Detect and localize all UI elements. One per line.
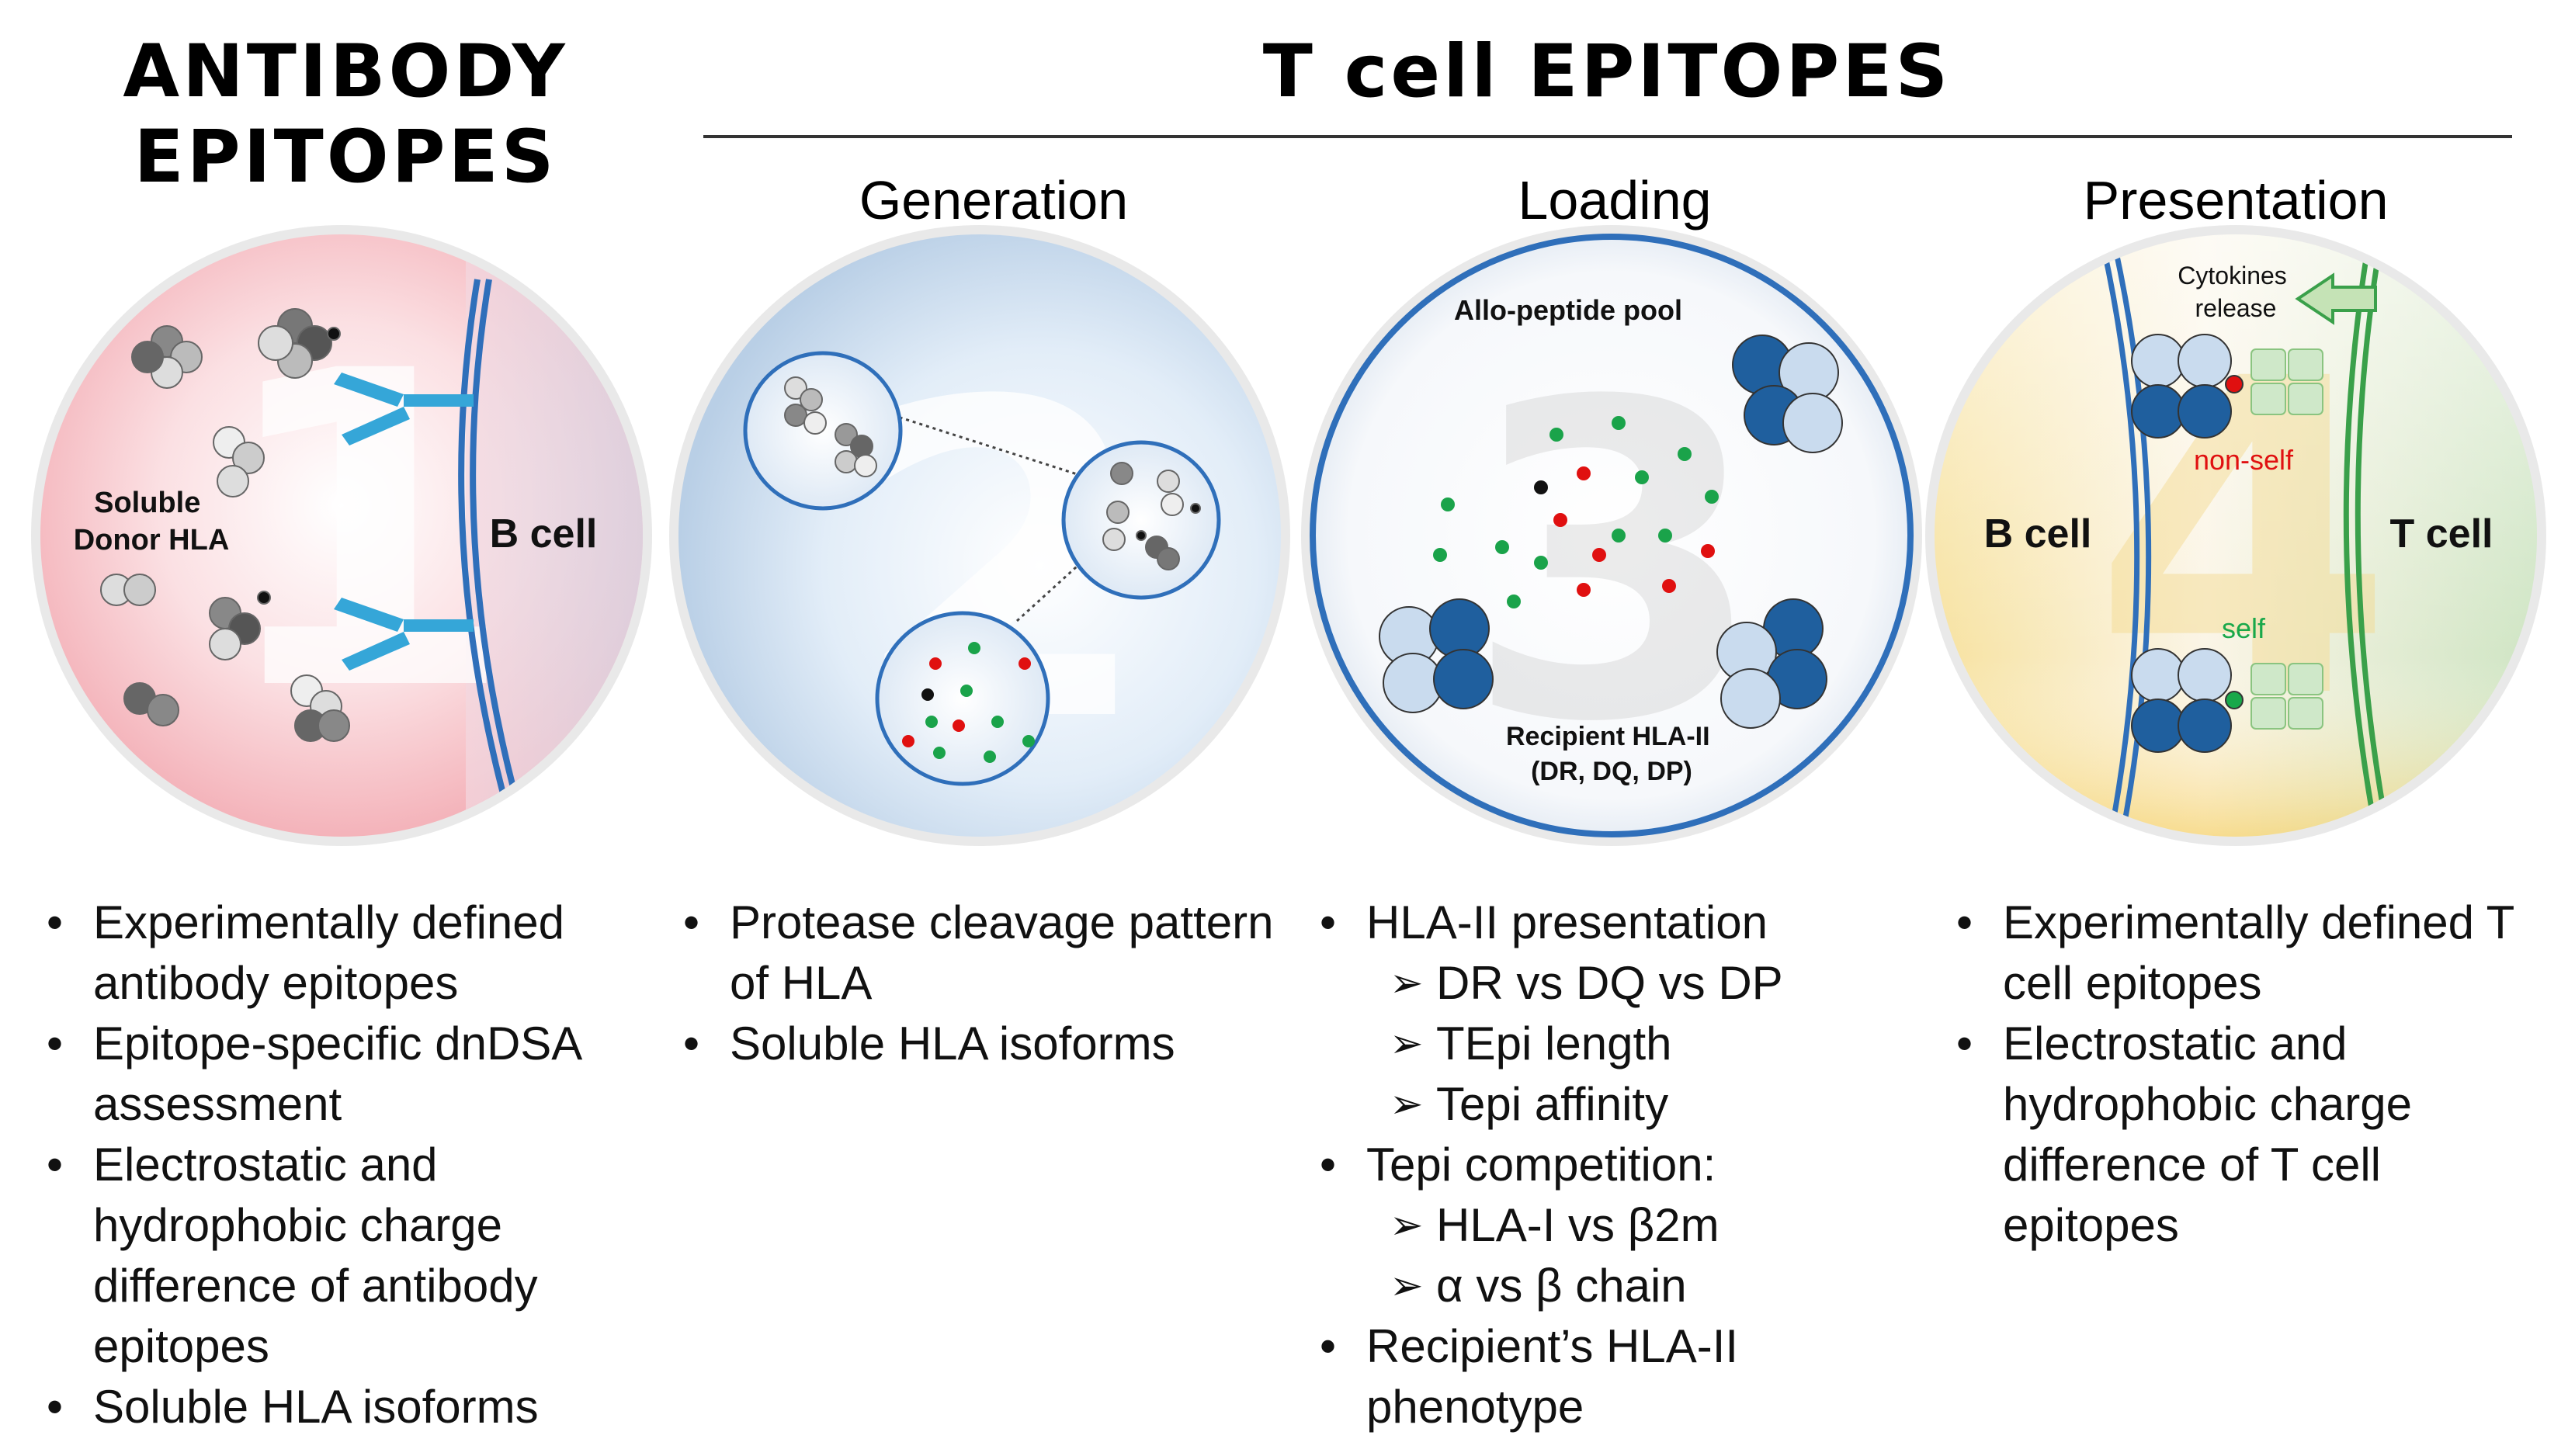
panel-presentation: 4 Cytokines release non-self self	[1925, 225, 2546, 846]
stage-loading-heading: Loading	[1518, 170, 1712, 231]
bullet-item: Electrostatic and hydrophobic charge dif…	[1949, 1014, 2562, 1256]
panel-loading: 3 Allo-peptide pool Recipient HLA-II (DR…	[1301, 225, 1922, 846]
bullet-item: Experimentally defined antibody epitopes	[39, 893, 644, 1014]
peptides	[1433, 416, 1719, 608]
panel-generation: 2	[669, 225, 1290, 846]
hla-ii-molecule	[1379, 598, 1494, 713]
tcell-epitopes-title: T cell EPITOPES	[1262, 29, 1952, 114]
sub-bullet-item: ➢HLA-I vs β2m	[1312, 1195, 1917, 1256]
arrow-bullet-icon: ➢	[1390, 1264, 1424, 1309]
bullet-item: Experimentally defined T cell epitopes	[1949, 893, 2562, 1014]
arrow-bullet-icon: ➢	[1390, 1203, 1424, 1248]
panel1-bcell-label: B cell	[490, 511, 598, 556]
cytokines-label-1: Cytokines	[2178, 262, 2287, 289]
hla-tcr-complex-self	[2131, 648, 2323, 753]
antibody-icon	[334, 598, 474, 671]
hla-tcr-complex-nonself	[2131, 334, 2323, 439]
soluble-donor-hla-label-1: Soluble	[94, 487, 200, 519]
svg-text:Cytokines release: Cytokines release	[2178, 262, 2293, 322]
hla-ii-molecule	[1716, 598, 1827, 729]
loading-bullets: HLA-II presentation ➢DR vs DQ vs DP ➢TEp…	[1312, 893, 1917, 1437]
bullet-item: Protease cleavage pattern of HLA	[675, 893, 1281, 1014]
panel-antibody: 1 Soluble Donor HLA	[31, 225, 652, 846]
sub-bullet-item: ➢TEpi length	[1312, 1014, 1917, 1074]
antibody-epitopes-bullets: Experimentally defined antibody epitopes…	[39, 893, 644, 1437]
stage-generation-heading: Generation	[859, 170, 1129, 231]
bullet-item: Tepi competition:	[1312, 1135, 1917, 1195]
antibody-icon	[334, 373, 474, 445]
sub-bullet-item: ➢α vs β chain	[1312, 1256, 1917, 1316]
soluble-donor-hla-label-2: Donor HLA	[74, 524, 230, 556]
generation-bullets: Protease cleavage pattern of HLA Soluble…	[675, 893, 1281, 1074]
sub-bullet-item: ➢DR vs DQ vs DP	[1312, 953, 1917, 1014]
recipient-hla-ii-label-1: Recipient HLA-II	[1506, 722, 1710, 751]
arrow-bullet-icon: ➢	[1390, 1082, 1424, 1127]
cleaved-hla-inset	[1061, 440, 1221, 600]
bullet-item: Soluble HLA isoforms	[39, 1377, 644, 1437]
allo-peptide-pool-label: Allo-peptide pool	[1454, 294, 1682, 326]
svg-text:Soluble Donor HLA: Soluble Donor HLA	[74, 487, 230, 556]
panel1-number: 1	[213, 280, 516, 786]
sub-bullet-item: ➢Tepi affinity	[1312, 1074, 1917, 1135]
recipient-hla-ii-label-2: (DR, DQ, DP)	[1531, 757, 1692, 786]
bullet-item: Recipient’s HLA-II phenotype	[1312, 1316, 1917, 1437]
title-divider	[703, 135, 2512, 138]
soluble-hla-molecules	[100, 308, 350, 742]
peptides	[902, 642, 1035, 763]
nonself-label: non-self	[2194, 444, 2294, 476]
panel4-bcell-label: B cell	[1984, 511, 2092, 556]
panel3-number: 3	[1463, 311, 1766, 817]
bullet-item: Electrostatic and hydrophobic charge dif…	[39, 1135, 644, 1377]
bullet-item: HLA-II presentation	[1312, 893, 1917, 953]
presentation-bullets: Experimentally defined T cell epitopes E…	[1949, 893, 2562, 1256]
diagram-panels: 1 Soluble Donor HLA	[31, 225, 2546, 846]
stage-presentation-heading: Presentation	[2083, 170, 2389, 231]
hla-ii-molecule	[1732, 335, 1843, 453]
peptide-pool-inset	[875, 611, 1050, 786]
antibody-epitopes-title-line2: EPITOPES	[134, 115, 557, 199]
cytokines-label-2: release	[2195, 294, 2277, 322]
arrow-bullet-icon: ➢	[1390, 961, 1424, 1006]
panel4-tcell-label: T cell	[2390, 511, 2493, 556]
bullet-item: Soluble HLA isoforms	[675, 1014, 1281, 1074]
bullet-item: Epitope-specific dnDSA assessment	[39, 1014, 644, 1135]
cytokine-release-arrow-icon	[2295, 272, 2377, 325]
antibody-epitopes-title-line1: ANTIBODY	[123, 29, 568, 114]
svg-text:Recipient HLA-II (DR, DQ: Recipient HLA-II (DR, DQ, DP)	[1506, 722, 1717, 786]
arrow-bullet-icon: ➢	[1390, 1021, 1424, 1066]
self-label: self	[2222, 612, 2266, 644]
